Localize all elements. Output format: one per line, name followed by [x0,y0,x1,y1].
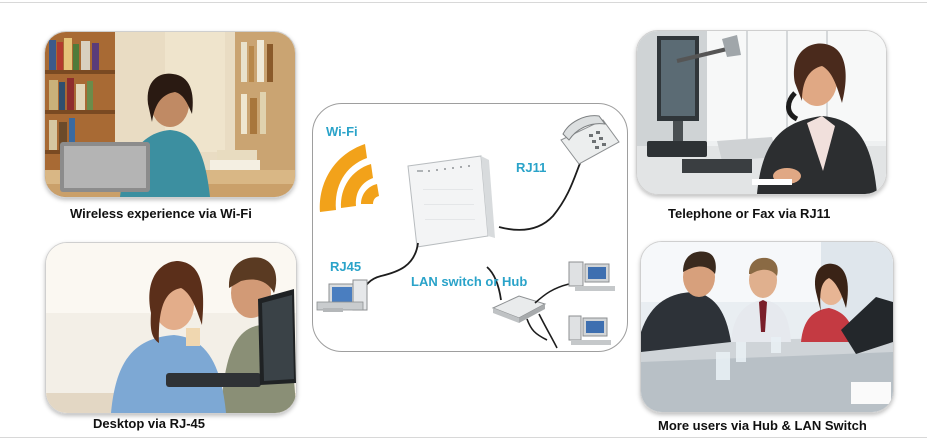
telephone-caption: Telephone or Fax via RJ11 [668,206,831,221]
rj11-cable [498,155,584,231]
meeting-users-photo [640,241,894,413]
router-icon [407,155,495,248]
wifi-caption: Wireless experience via Wi-Fi [70,206,252,221]
desktop-users-photo [45,242,297,414]
lan-switch-label: LAN switch or Hub [411,274,528,289]
hub-cable-middle [526,318,548,341]
desktop-caption: Desktop via RJ-45 [93,416,205,431]
top-divider [0,2,927,3]
meeting-caption: More users via Hub & LAN Switch [658,418,867,433]
rj45-label: RJ45 [330,259,362,274]
hub-cable-upper [534,283,570,304]
lan-cable [486,266,502,301]
desktop-computer-icon [316,279,368,312]
rj45-cable [360,242,419,295]
network-pc-upper-icon [568,261,615,291]
rj11-label: RJ11 [516,160,547,175]
wifi-user-photo [44,31,296,198]
lan-switch-icon [491,295,547,323]
network-pc-lower-icon [568,315,611,345]
bottom-divider [0,437,927,438]
connection-diagram: Wi-Fi RJ11 RJ45 LAN switch or Hub [312,103,628,352]
hub-cable-lower [538,313,558,349]
wifi-signal-icon [319,144,379,212]
telephone-icon [560,115,620,165]
telephone-user-photo [636,30,887,195]
wifi-label: Wi-Fi [326,124,358,139]
